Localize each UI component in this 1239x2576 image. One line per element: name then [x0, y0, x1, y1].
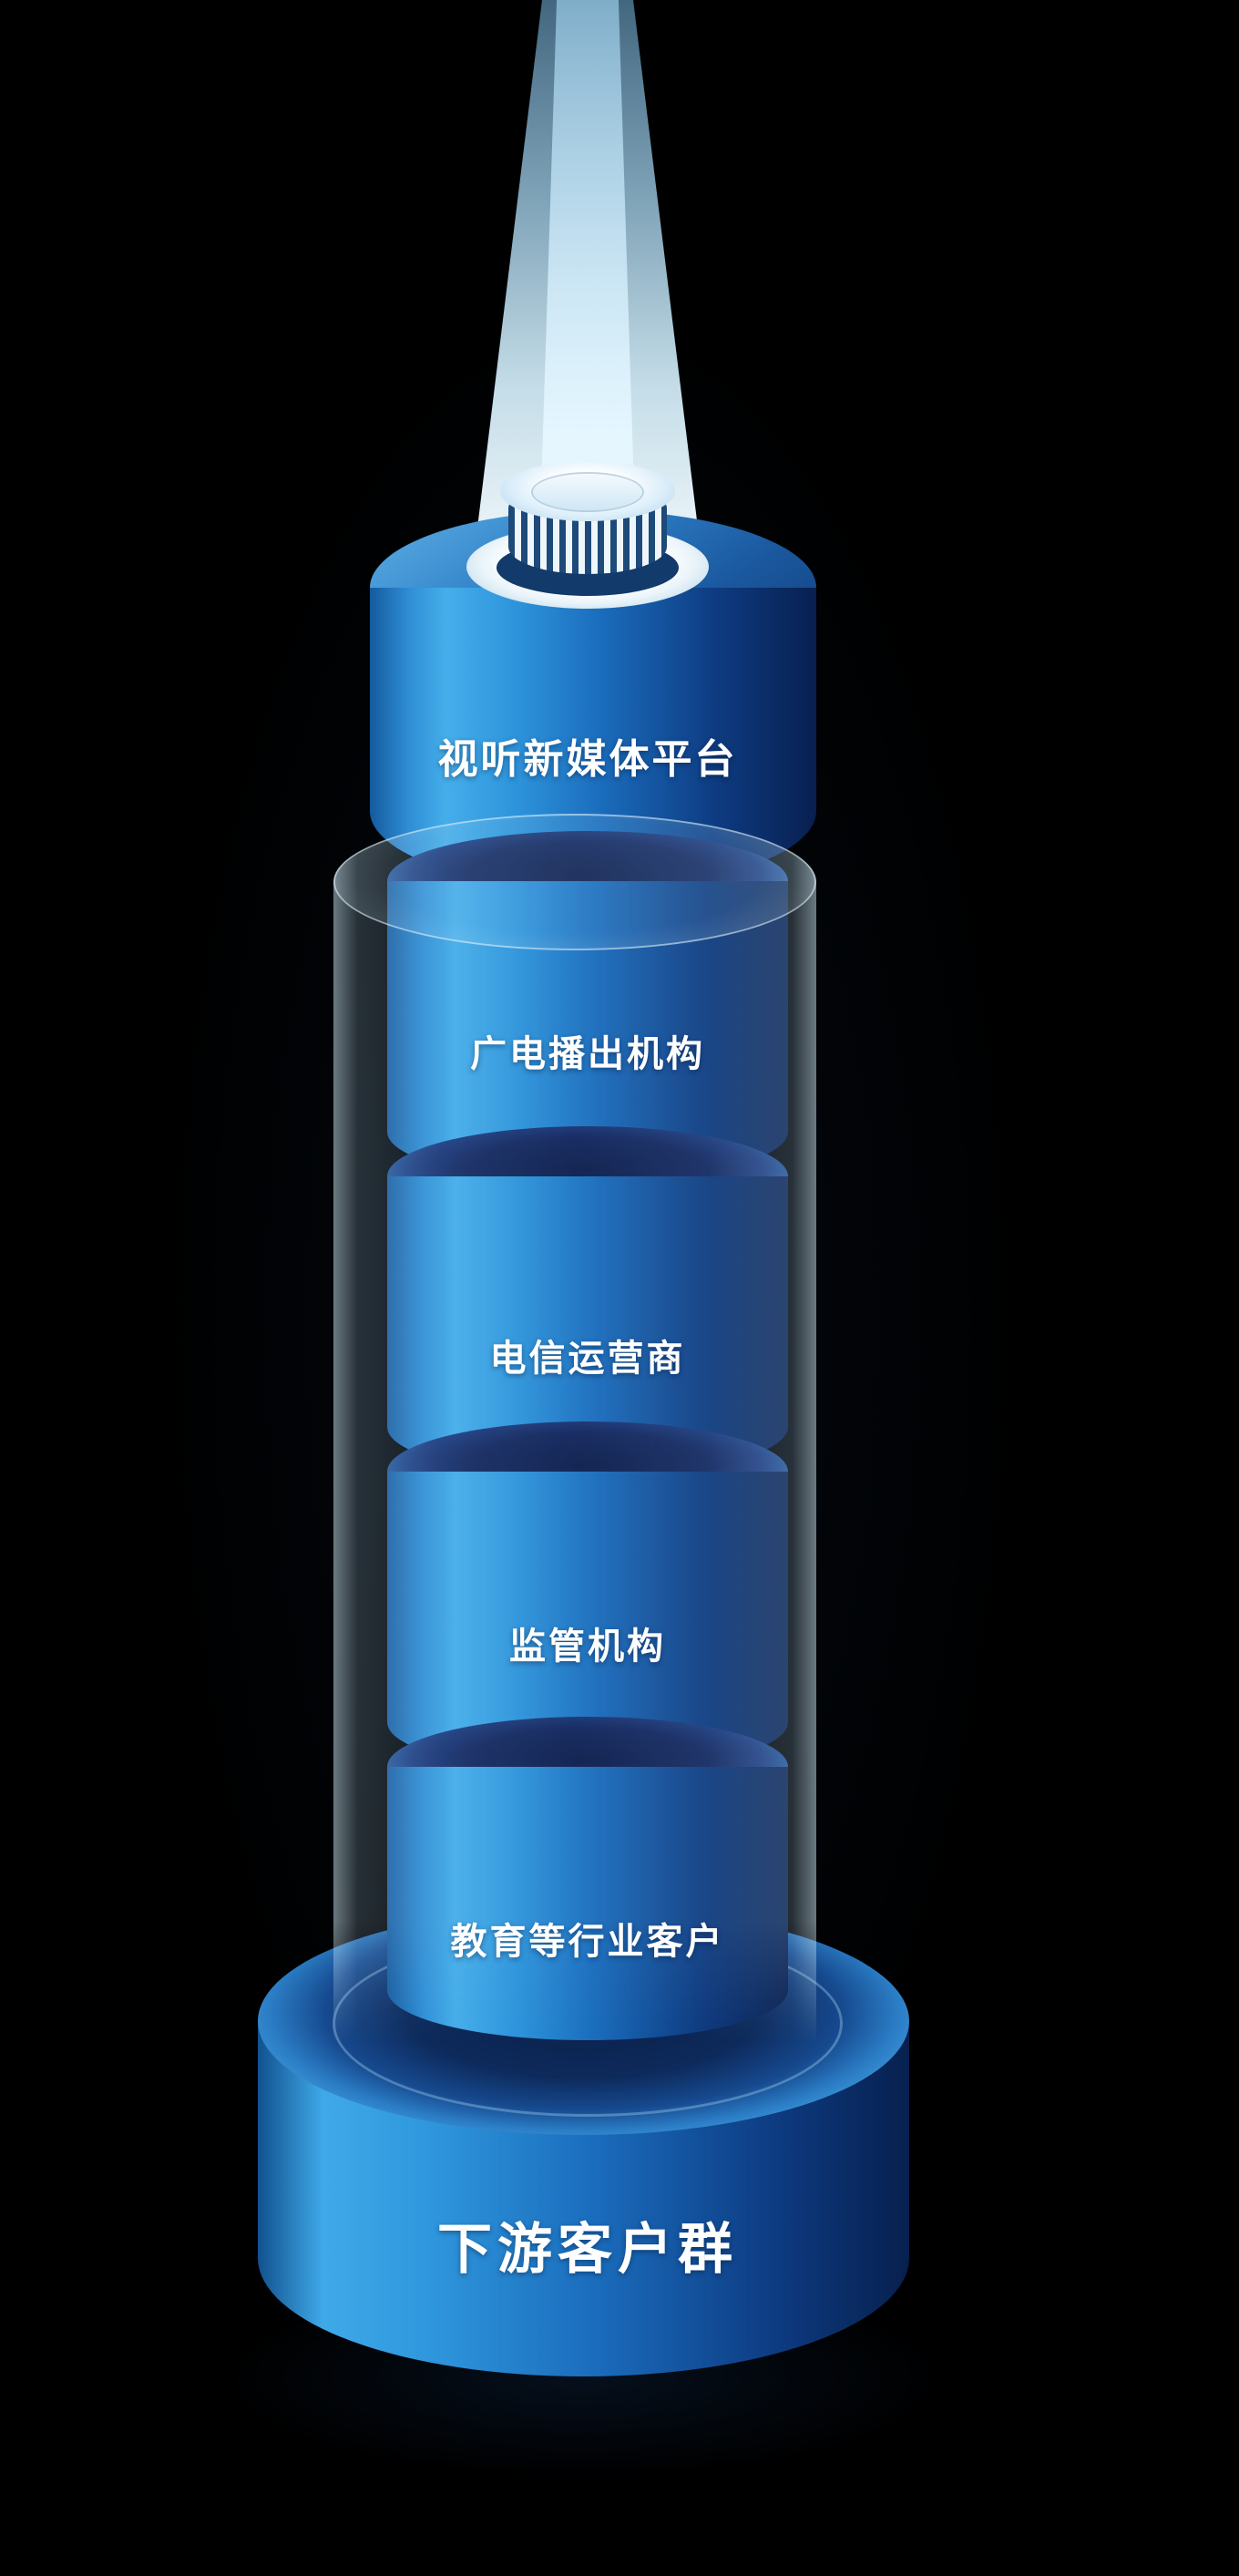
glass-tube [333, 814, 816, 2044]
glass-tube-rim [333, 814, 816, 950]
layer-label-4: 监管机构 [509, 1627, 666, 1667]
layer-label-3: 电信运营商 [489, 1339, 686, 1379]
layer-label-5: 教育等行业客户 [450, 1922, 725, 1962]
ribbed-cap-top-inner [533, 474, 642, 510]
layer-label-1: 视听新媒体平台 [437, 737, 738, 782]
layer-label-2: 广电播出机构 [470, 1034, 705, 1074]
light-beam-core [539, 0, 636, 547]
base-label: 下游客户群 [437, 2219, 738, 2280]
